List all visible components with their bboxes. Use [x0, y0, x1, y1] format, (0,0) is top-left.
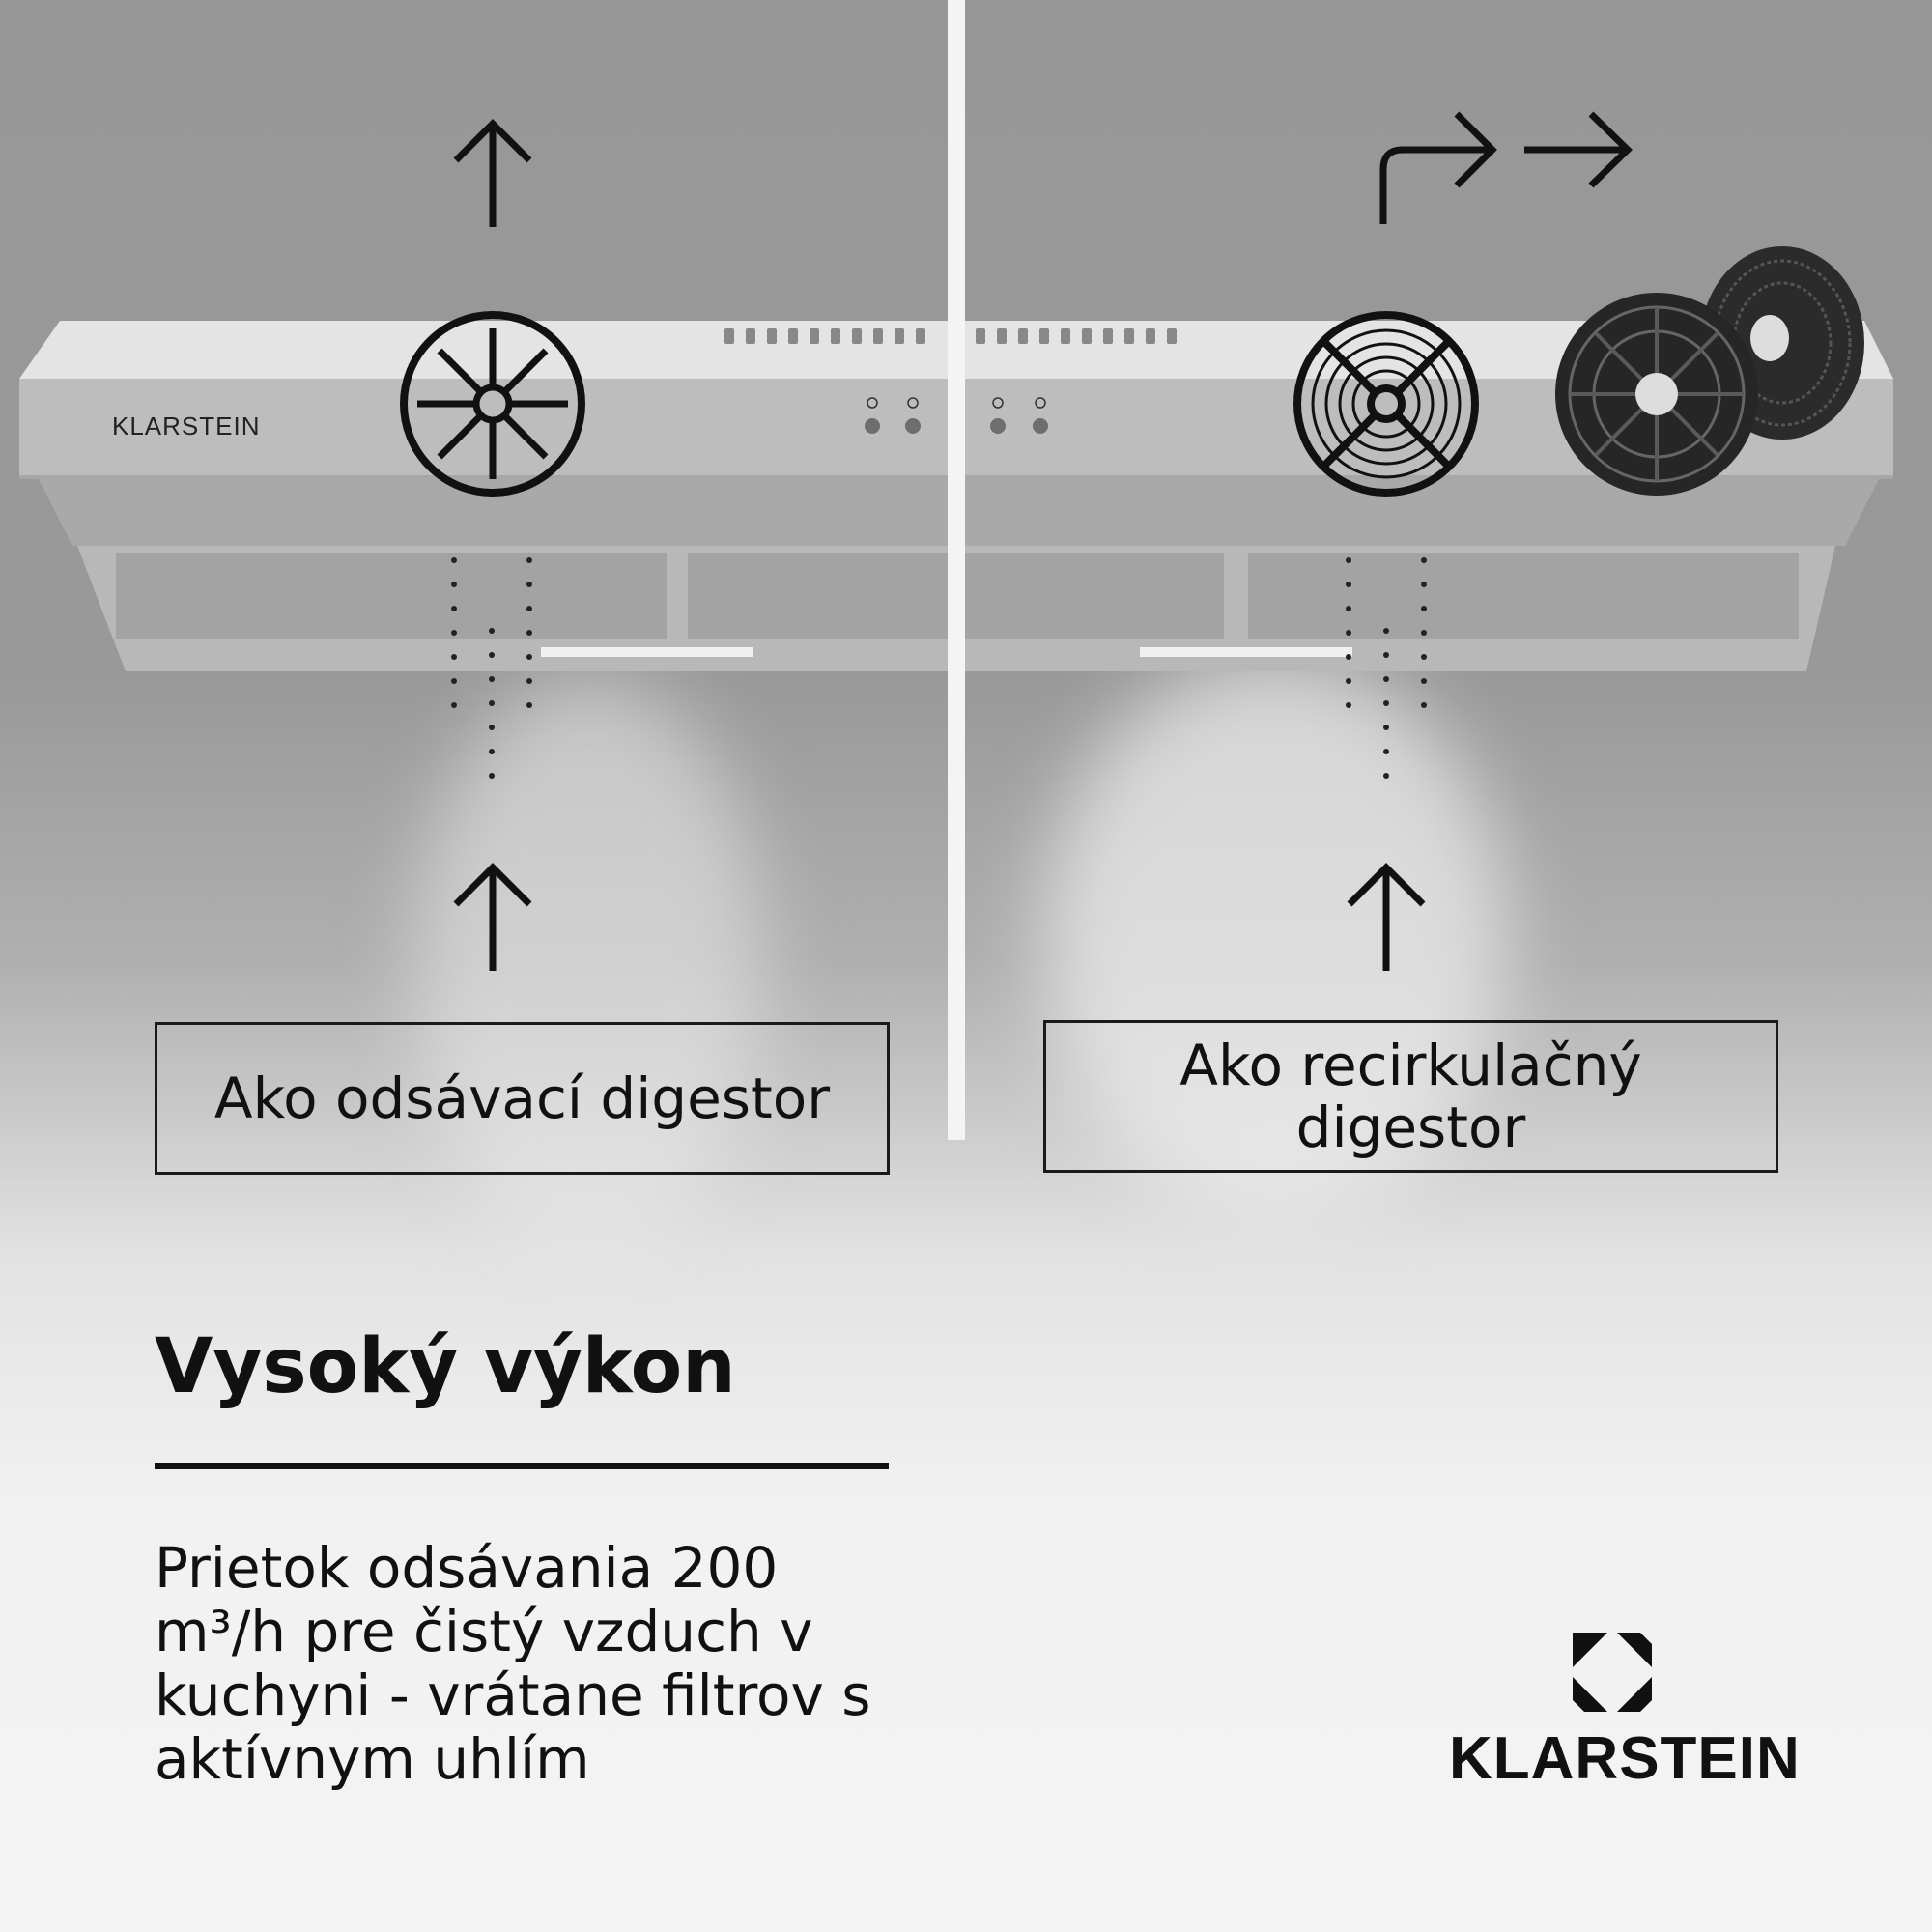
airflow-dots-lower: [451, 676, 1427, 779]
arrow-up-icon: [453, 119, 532, 227]
panel-divider: [948, 0, 965, 1140]
recirculation-mode-text: Ako recirkulačný digestor: [1179, 1033, 1642, 1160]
arrow-up-icon: [1347, 863, 1426, 971]
carbon-filter-icon: [1555, 246, 1864, 496]
klarstein-logo-icon: [1573, 1633, 1652, 1712]
exhaust-mode-label: Ako odsávací digestor: [155, 1022, 890, 1175]
arrow-turn-right-icon: [1379, 111, 1497, 224]
feature-title: Vysoký výkon: [155, 1323, 736, 1410]
klarstein-logo-text: KLARSTEIN: [1449, 1725, 1801, 1792]
feature-description: Prietok odsávania 200 m³/h pre čistý vzd…: [155, 1535, 871, 1792]
hood-brand-label: KLARSTEIN: [112, 412, 261, 440]
arrow-right-icon: [1524, 111, 1634, 188]
title-underline: [155, 1463, 889, 1469]
smoke-left: [415, 676, 763, 1256]
recirculation-mode-label: Ako recirkulačný digestor: [1043, 1020, 1778, 1173]
fan-icon: [400, 311, 585, 497]
fan-grille-icon: [1293, 311, 1479, 497]
smoke-right: [1043, 657, 1507, 1217]
arrow-up-icon: [453, 863, 532, 971]
exhaust-mode-text: Ako odsávací digestor: [213, 1065, 831, 1131]
